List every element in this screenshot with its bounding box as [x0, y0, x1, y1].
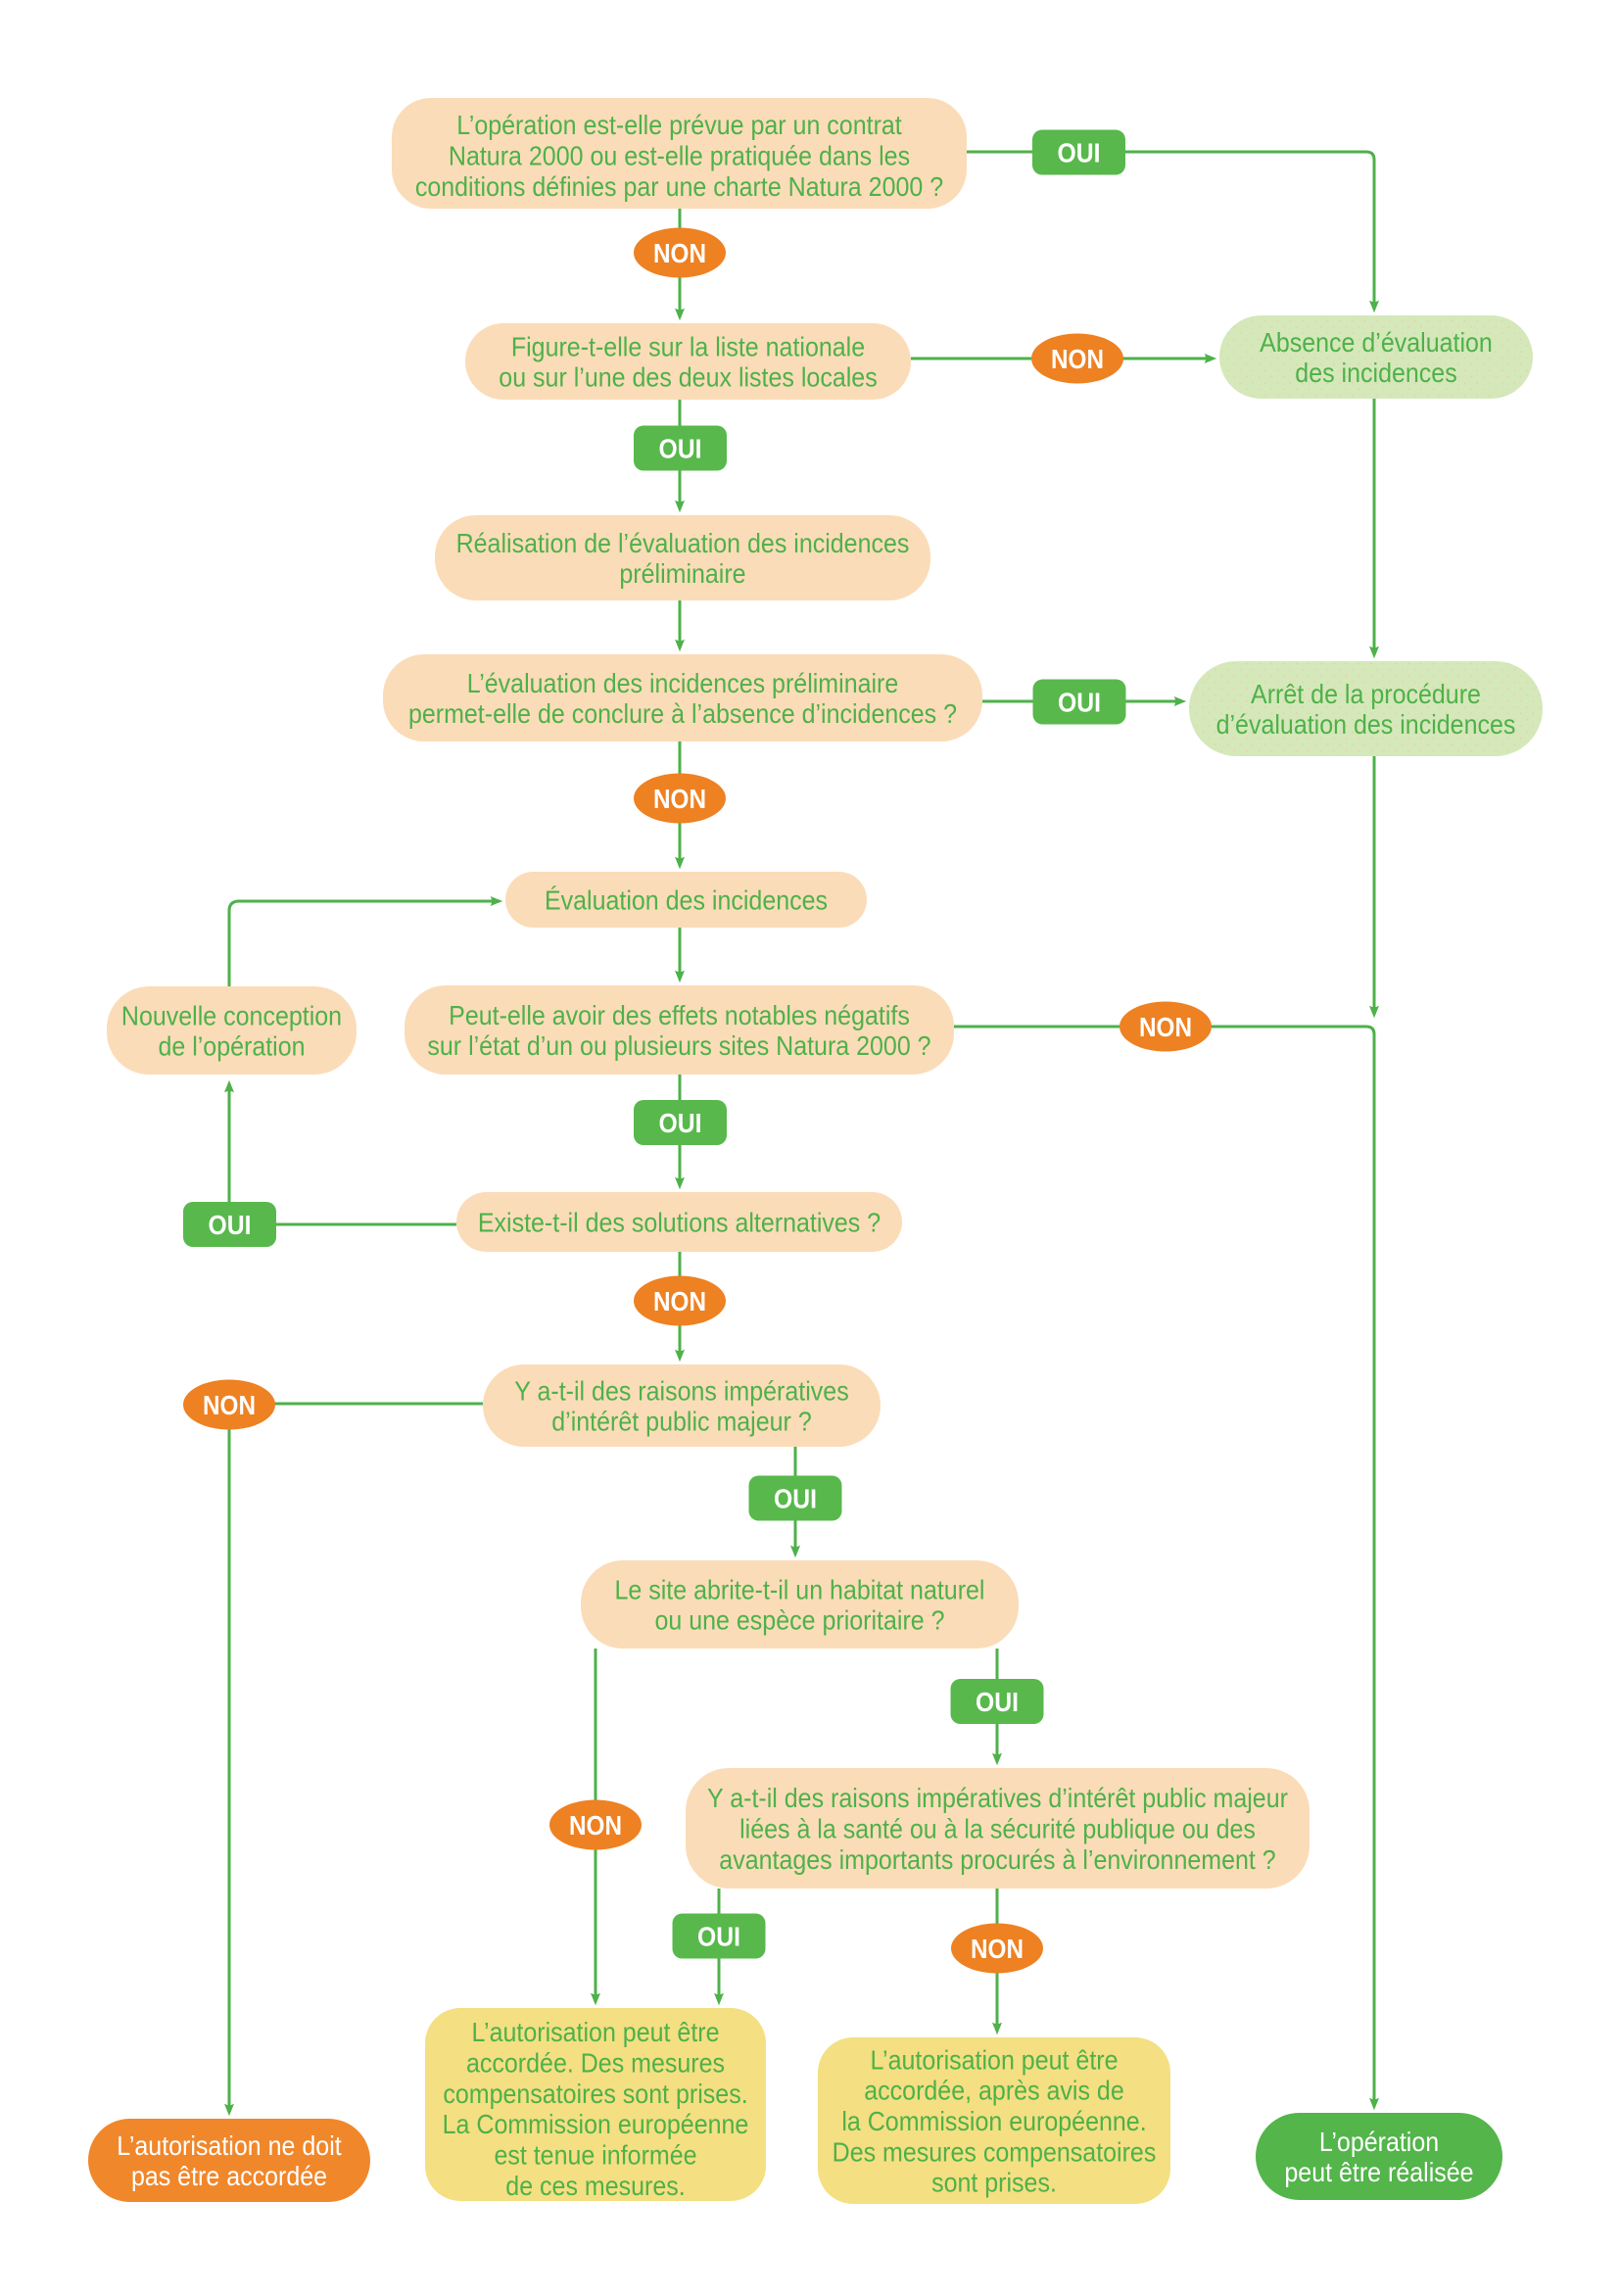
svg-text:L’opération est-elle prévue pa: L’opération est-elle prévue par un contr…: [456, 110, 902, 140]
svg-text:Nouvelle conception: Nouvelle conception: [121, 1000, 342, 1030]
svg-text:peut être réalisée: peut être réalisée: [1284, 2157, 1473, 2187]
svg-text:L’autorisation ne doit: L’autorisation ne doit: [117, 2130, 342, 2161]
svg-text:Arrêt de la procédure: Arrêt de la procédure: [1251, 679, 1481, 709]
svg-text:permet-elle de conclure à l’ab: permet-elle de conclure à l’absence d’in…: [408, 698, 957, 729]
svg-text:OUI: OUI: [976, 1687, 1019, 1717]
svg-text:NON: NON: [1139, 1012, 1192, 1042]
svg-text:d’évaluation des incidences: d’évaluation des incidences: [1216, 709, 1516, 740]
svg-text:préliminaire: préliminaire: [619, 558, 745, 589]
svg-text:L’autorisation peut être: L’autorisation peut être: [472, 2017, 720, 2047]
svg-text:L’opération: L’opération: [1319, 2127, 1439, 2157]
svg-text:accordée, après avis de: accordée, après avis de: [864, 2076, 1124, 2106]
svg-text:OUI: OUI: [659, 1108, 702, 1138]
svg-text:Le site abrite-t-il un habitat: Le site abrite-t-il un habitat naturel: [615, 1574, 985, 1604]
svg-text:est tenue informée: est tenue informée: [494, 2139, 696, 2170]
svg-text:pas être accordée: pas être accordée: [131, 2161, 327, 2191]
svg-text:OUI: OUI: [697, 1922, 740, 1952]
svg-text:NON: NON: [203, 1390, 256, 1420]
svg-text:liées à la santé ou à la sécur: liées à la santé ou à la sécurité publiq…: [739, 1814, 1256, 1844]
svg-text:des incidences: des incidences: [1295, 358, 1456, 388]
svg-text:ou une espèce prioritaire ?: ou une espèce prioritaire ?: [654, 1605, 944, 1636]
svg-text:sur l’état d’un ou plusieurs s: sur l’état d’un ou plusieurs sites Natur…: [427, 1030, 930, 1061]
svg-text:ou sur l’une des deux listes l: ou sur l’une des deux listes locales: [499, 362, 877, 393]
svg-text:NON: NON: [653, 1286, 706, 1316]
svg-text:NON: NON: [653, 238, 706, 268]
svg-text:Réalisation de l’évaluation de: Réalisation de l’évaluation des incidenc…: [456, 528, 910, 558]
svg-text:Peut-elle avoir des effets not: Peut-elle avoir des effets notables néga…: [449, 1000, 910, 1030]
svg-text:L’autorisation peut être: L’autorisation peut être: [871, 2044, 1119, 2075]
svg-text:accordée. Des mesures: accordée. Des mesures: [466, 2048, 725, 2079]
svg-text:Existe-t-il des solutions alte: Existe-t-il des solutions alternatives ?: [478, 1208, 881, 1238]
svg-text:de l’opération: de l’opération: [158, 1031, 305, 1062]
svg-text:avantages importants procurés: avantages importants procurés à l’enviro…: [719, 1844, 1275, 1875]
svg-text:d’intérêt public majeur ?: d’intérêt public majeur ?: [551, 1407, 812, 1437]
svg-text:NON: NON: [1051, 344, 1104, 374]
svg-text:de ces mesures.: de ces mesures.: [505, 2171, 685, 2201]
svg-text:NON: NON: [653, 784, 706, 814]
svg-text:la Commission européenne.: la Commission européenne.: [841, 2106, 1146, 2136]
svg-text:Évaluation des incidences: Évaluation des incidences: [545, 885, 828, 916]
svg-text:OUI: OUI: [1058, 138, 1101, 168]
svg-text:Y a-t-il des raisons impérativ: Y a-t-il des raisons impératives d’intér…: [707, 1783, 1288, 1813]
svg-text:Figure-t-elle sur la liste nat: Figure-t-elle sur la liste nationale: [511, 331, 865, 361]
svg-text:L’évaluation des incidences pr: L’évaluation des incidences préliminaire: [467, 668, 899, 698]
svg-text:NON: NON: [569, 1810, 622, 1841]
svg-text:OUI: OUI: [1058, 688, 1101, 718]
svg-text:OUI: OUI: [774, 1484, 817, 1514]
svg-text:La Commission européenne: La Commission européenne: [443, 2109, 749, 2139]
svg-text:conditions définies par une ch: conditions définies par une charte Natur…: [415, 171, 943, 202]
svg-text:Natura 2000 ou est-elle pratiq: Natura 2000 ou est-elle pratiquée dans l…: [449, 141, 910, 171]
svg-text:compensatoires sont prises.: compensatoires sont prises.: [443, 2079, 747, 2109]
svg-text:Absence d’évaluation: Absence d’évaluation: [1260, 327, 1493, 358]
svg-text:sont prises.: sont prises.: [931, 2168, 1057, 2198]
svg-text:Des mesures compensatoires: Des mesures compensatoires: [833, 2136, 1157, 2167]
svg-text:Y a-t-il des raisons impérativ: Y a-t-il des raisons impératives: [514, 1375, 848, 1406]
svg-text:OUI: OUI: [209, 1210, 252, 1240]
svg-text:NON: NON: [971, 1934, 1024, 1964]
svg-text:OUI: OUI: [659, 434, 702, 464]
